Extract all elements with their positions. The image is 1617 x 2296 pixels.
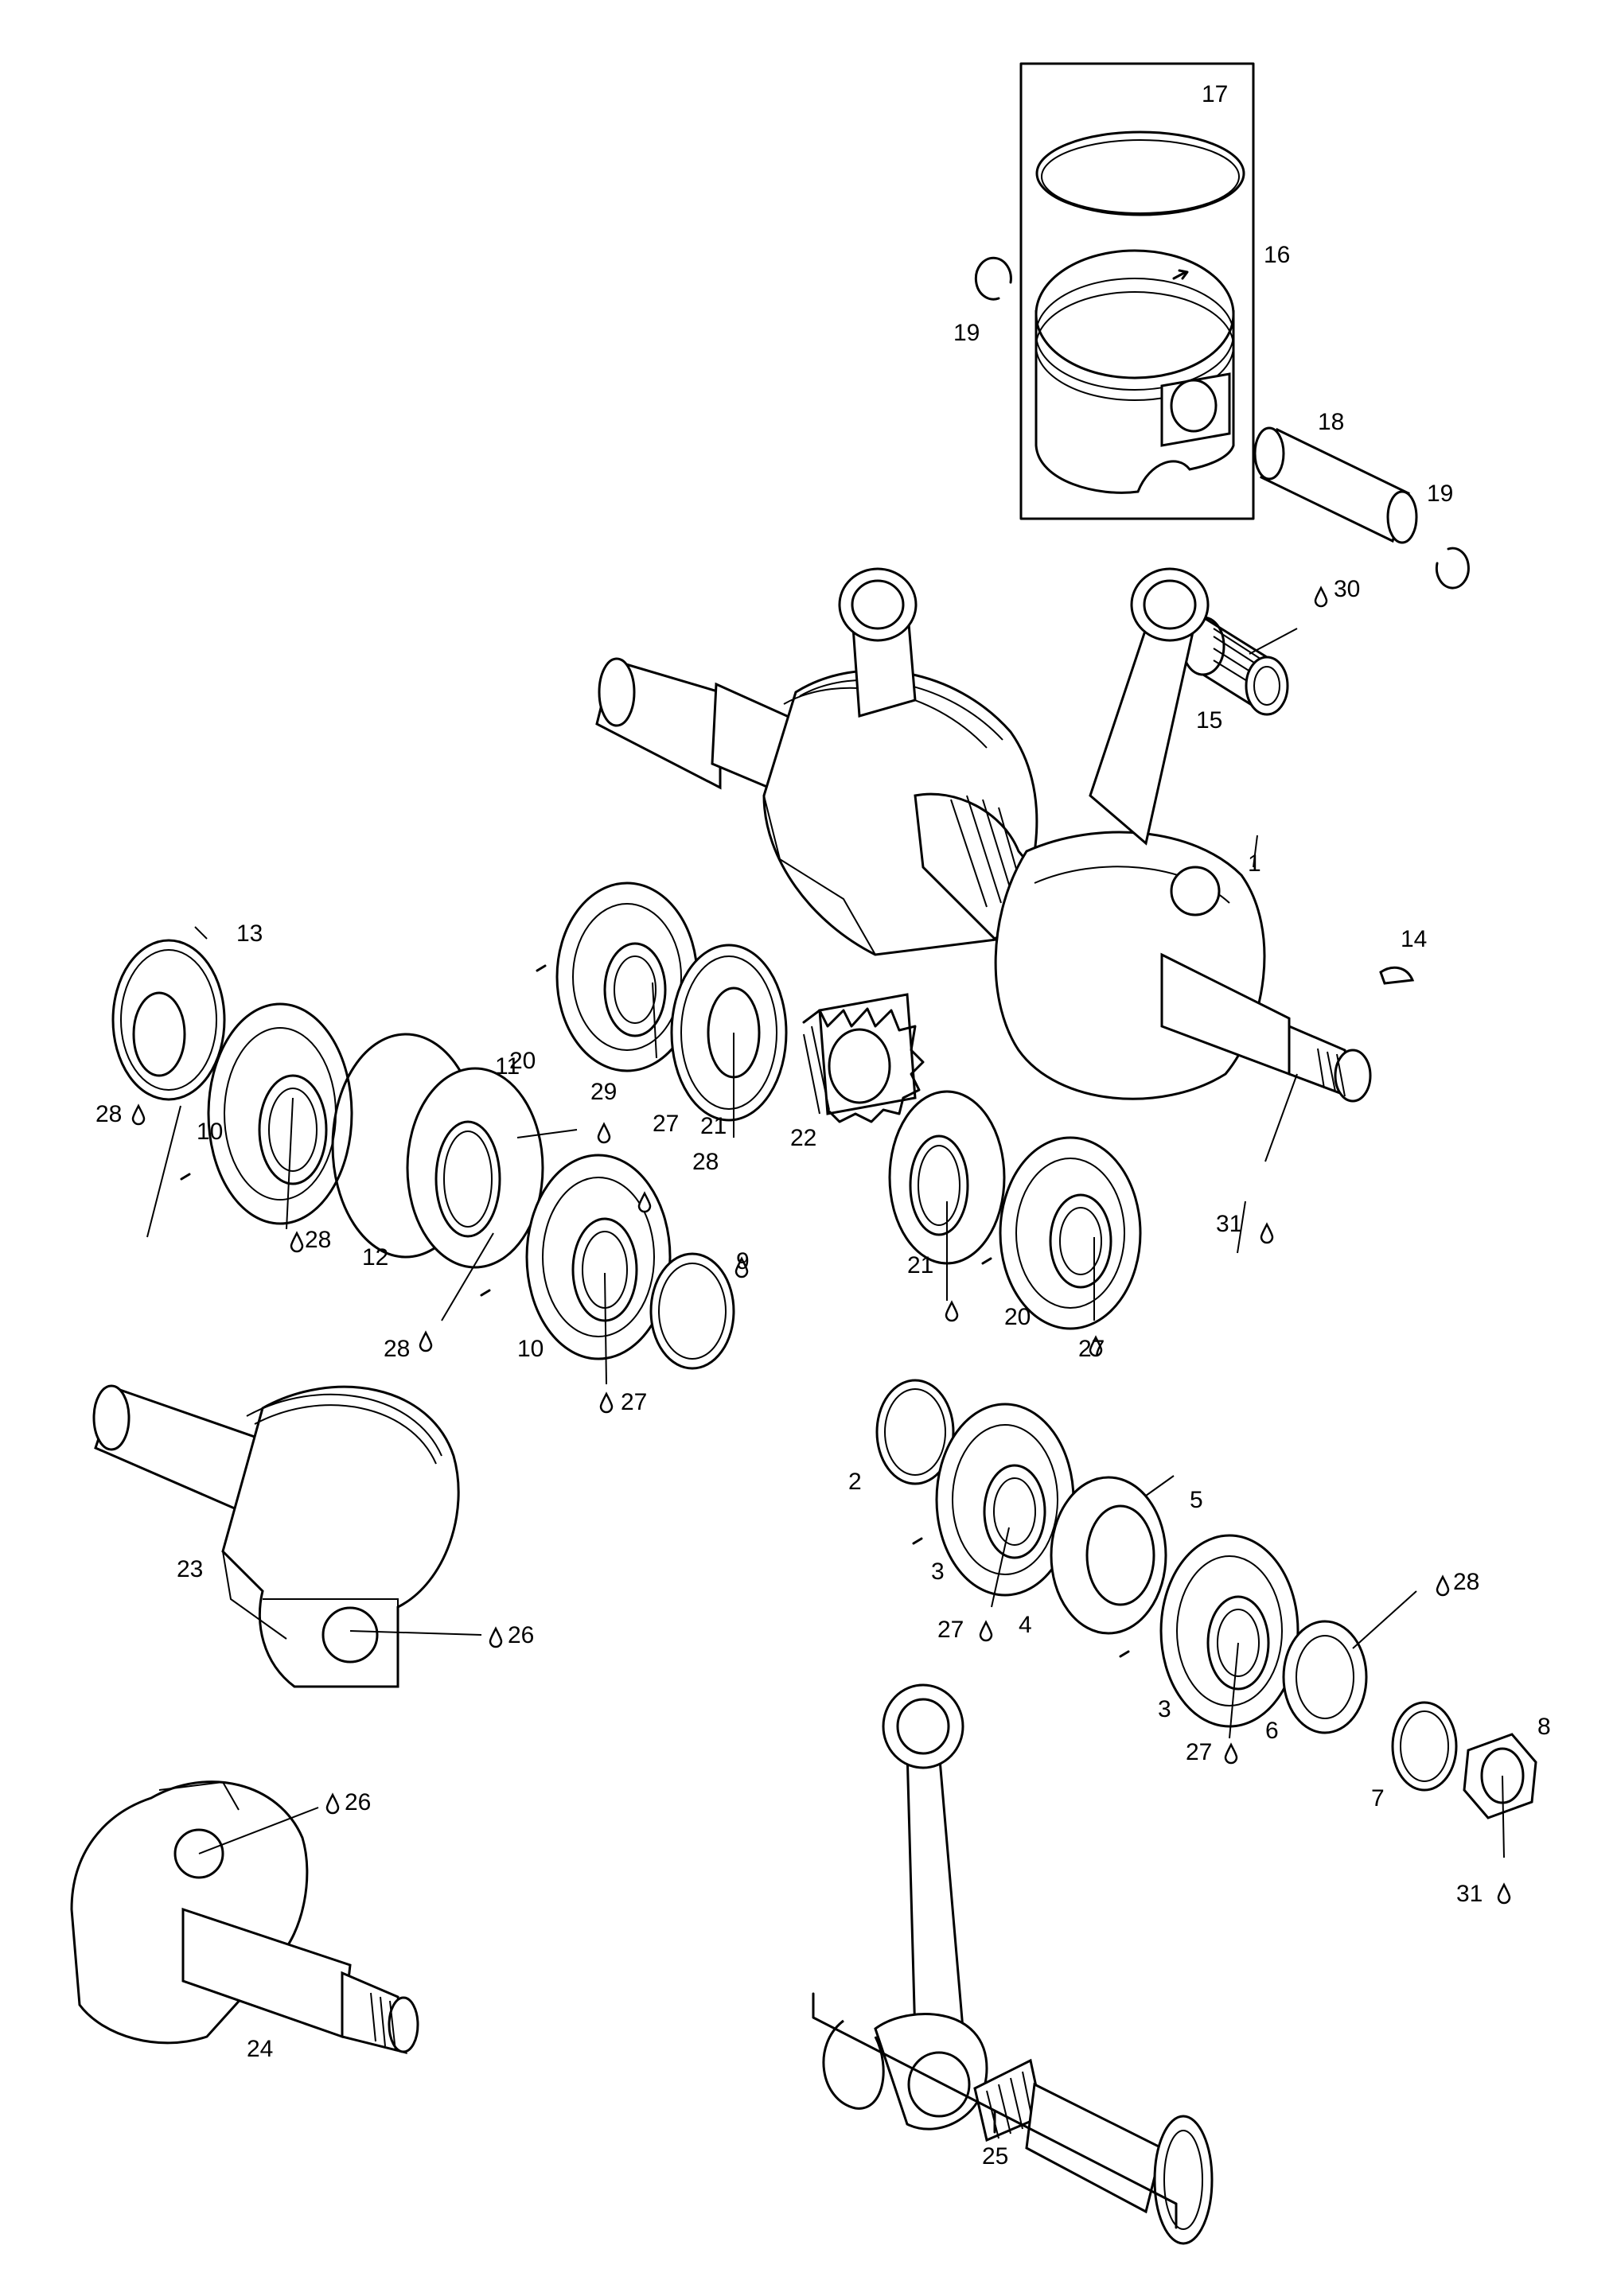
- callout-28-mid: 28: [305, 1227, 331, 1253]
- piston-pin: [1253, 426, 1418, 544]
- callout-27-lower: 27: [621, 1389, 647, 1415]
- callout-8: 8: [1537, 1714, 1551, 1740]
- callout-21-lower: 21: [907, 1252, 933, 1278]
- woodruff-key: [1379, 966, 1415, 985]
- seal-13: [111, 939, 226, 1101]
- callout-2: 2: [848, 1469, 862, 1495]
- callout-28-left: 28: [95, 1101, 122, 1127]
- callout-12: 12: [362, 1244, 388, 1271]
- seal-6: [1282, 1620, 1368, 1734]
- callout-10-lower: 10: [517, 1336, 544, 1362]
- bearing-20-lower: [981, 1136, 1142, 1330]
- callout-14: 14: [1401, 926, 1427, 952]
- callout-5: 5: [1190, 1487, 1203, 1513]
- callout-27-bottom: 27: [1186, 1739, 1212, 1765]
- callout-27-upper: 27: [653, 1111, 679, 1137]
- callout-19-right: 19: [1427, 481, 1453, 507]
- callout-29: 29: [590, 1079, 617, 1105]
- seal-21-lower: [888, 1090, 1006, 1265]
- callout-28-lower: 28: [384, 1336, 410, 1362]
- callout-18: 18: [1318, 409, 1344, 435]
- bearing-10-upper: [180, 1002, 353, 1225]
- callout-10-upper: 10: [197, 1119, 223, 1145]
- callout-3-lower: 3: [1158, 1696, 1171, 1722]
- callout-21-upper: 21: [700, 1113, 727, 1139]
- washer-4-5: [1050, 1476, 1167, 1635]
- callout-19-left: 19: [953, 320, 980, 346]
- crank-half-23: [92, 1384, 460, 1688]
- callout-31-lower: 31: [1456, 1881, 1483, 1907]
- gear-22: [802, 993, 925, 1123]
- callout-31-upper: 31: [1216, 1211, 1242, 1237]
- callout-22: 22: [790, 1125, 816, 1151]
- seal-21-upper: [670, 944, 788, 1122]
- callout-23: 23: [177, 1556, 203, 1582]
- ring-2: [875, 1379, 955, 1485]
- callout-25: 25: [982, 2143, 1008, 2170]
- ring-9: [649, 1252, 735, 1370]
- callout-28-upper: 28: [692, 1149, 719, 1175]
- bearing-20-upper: [536, 881, 699, 1072]
- callout-1: 1: [1248, 850, 1261, 877]
- callout-3-upper: 3: [931, 1559, 945, 1585]
- callout-27-right: 27: [1078, 1336, 1105, 1362]
- thrust-washer-11: [406, 1067, 544, 1269]
- callout-17: 17: [1202, 81, 1228, 107]
- piston-pin-clip-right: [1435, 547, 1470, 590]
- leader-lines: [146, 628, 1505, 1858]
- callout-26-lower: 26: [345, 1789, 371, 1815]
- piston-kit-box: [1019, 62, 1255, 520]
- washer-7: [1391, 1701, 1458, 1792]
- callout-9: 9: [736, 1248, 750, 1274]
- callout-16: 16: [1264, 242, 1290, 268]
- callout-24: 24: [247, 2036, 273, 2062]
- needle-bearing: [1181, 616, 1289, 716]
- connecting-rod-kit: [812, 1683, 1214, 2245]
- piston-pin-clip-left: [974, 256, 1012, 301]
- piston: [1034, 249, 1235, 494]
- crank-half-24: [70, 1780, 419, 2054]
- callout-11: 11: [495, 1053, 520, 1080]
- callout-15: 15: [1196, 707, 1222, 734]
- part-callouts: 17 16 19 18 19 30 15 1 14 13 20 11 29 27…: [95, 81, 1551, 2170]
- bearing-3-upper: [912, 1403, 1075, 1597]
- callout-20-lower: 20: [1004, 1304, 1031, 1330]
- callout-6: 6: [1265, 1718, 1279, 1744]
- callout-30: 30: [1334, 576, 1360, 602]
- callout-7: 7: [1371, 1785, 1385, 1812]
- piston-ring: [1035, 130, 1245, 216]
- nut-8: [1463, 1733, 1537, 1819]
- callout-13: 13: [236, 920, 263, 947]
- callout-26-upper: 26: [508, 1622, 534, 1648]
- callout-20-upper: 20: [509, 1048, 536, 1074]
- callout-27-mid: 27: [937, 1617, 964, 1643]
- bearing-10-lower: [480, 1154, 672, 1360]
- callout-28-right: 28: [1453, 1569, 1479, 1595]
- crankshaft-assembly: [595, 567, 1372, 1103]
- callout-4: 4: [1019, 1612, 1032, 1638]
